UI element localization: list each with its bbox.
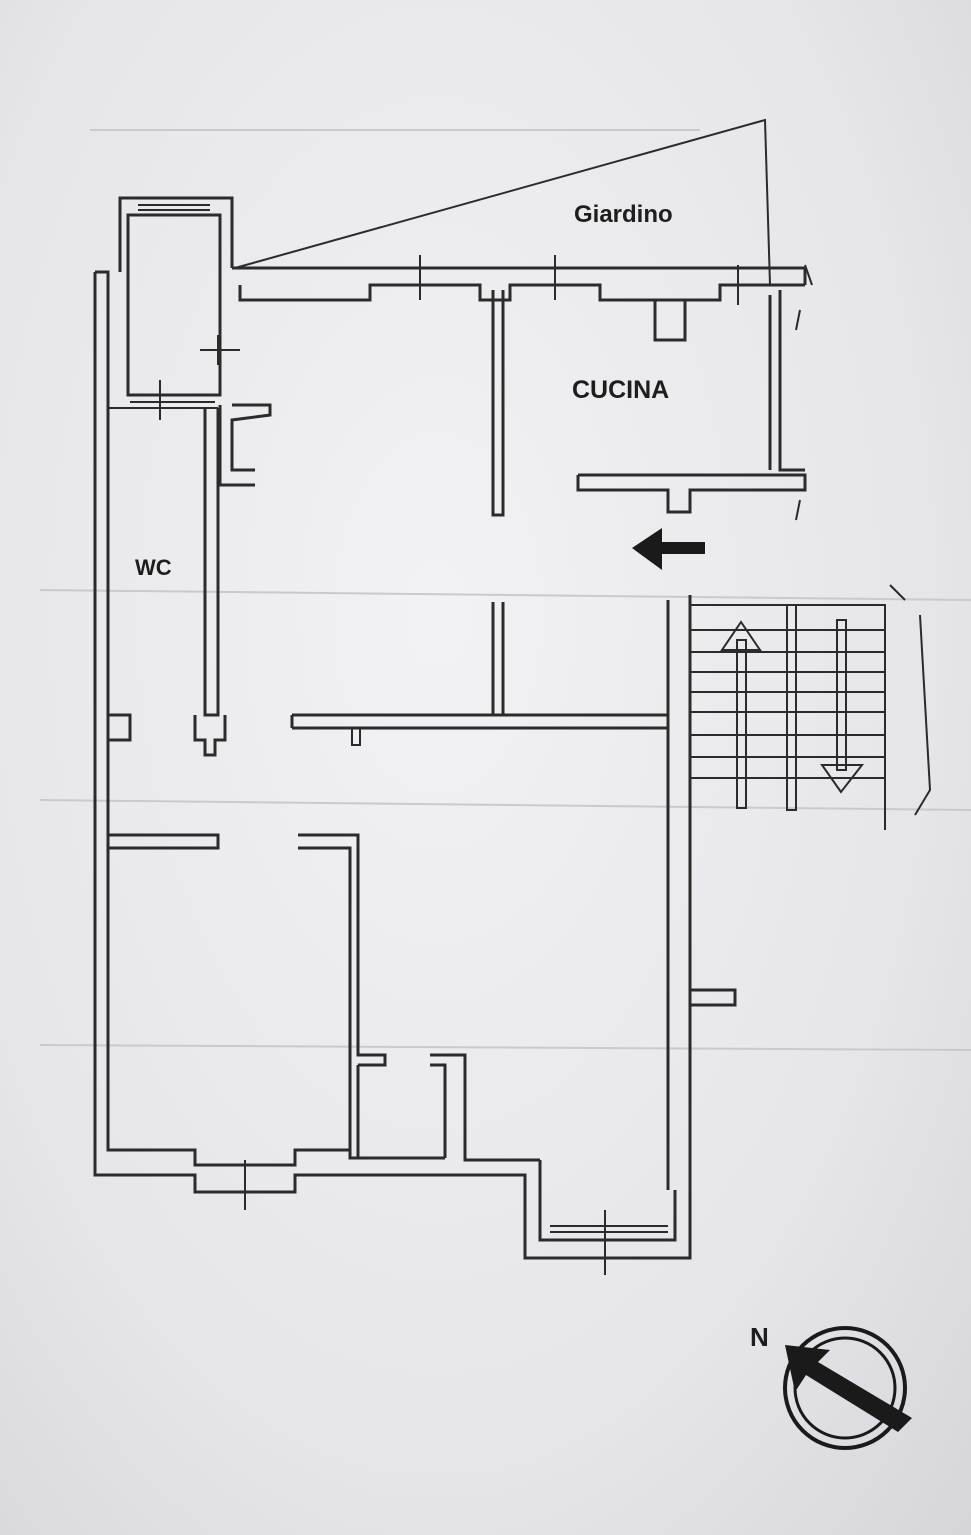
staircase	[690, 584, 932, 830]
bleed-through-marks	[39, 129, 971, 1051]
entrance-arrow	[632, 528, 705, 570]
kitchen-walls	[576, 290, 807, 521]
north-wall	[232, 255, 813, 342]
bedroom-walls	[108, 833, 540, 1162]
wc-label: WC	[135, 555, 172, 580]
top-left-block	[95, 196, 240, 420]
north-compass-icon: N	[750, 1322, 912, 1450]
north-label: N	[750, 1322, 769, 1352]
kitchen-label: CUCINA	[572, 376, 669, 404]
garden-outline	[234, 118, 771, 286]
wc-walls	[108, 407, 227, 757]
interior-walls	[218, 290, 668, 746]
garden-label: Giardino	[574, 201, 673, 228]
exterior-walls	[93, 272, 737, 1275]
